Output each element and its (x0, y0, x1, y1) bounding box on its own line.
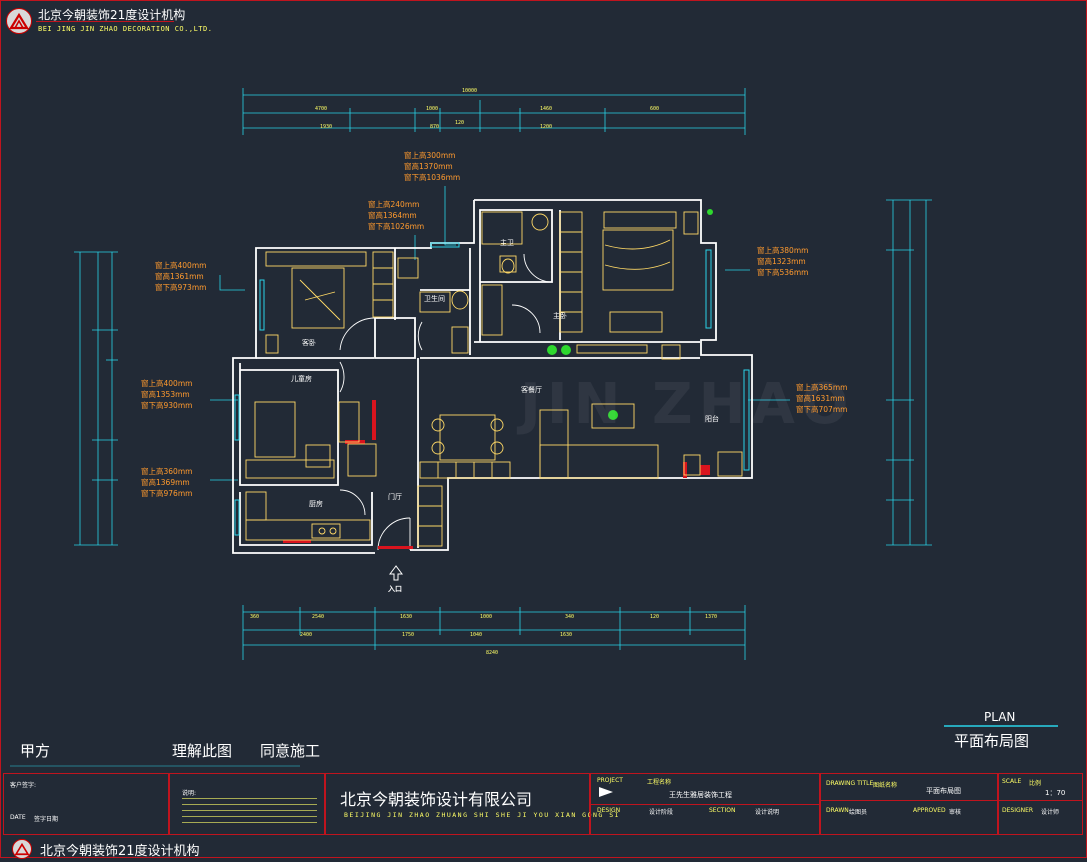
title-block-client: 客户签字: DATE 签字日期 (3, 773, 169, 835)
dim-bottom-total: 8240 (486, 650, 499, 656)
entrance-arrow-icon (389, 565, 403, 581)
drawing-divider (821, 800, 997, 801)
client-understand-label: 理解此图 (172, 742, 233, 760)
dim-top-1: 4700 (315, 106, 328, 112)
drawn-label: DRAWN (826, 807, 849, 814)
watermark-text: JIN ZHAO (520, 372, 855, 437)
plant-icons (547, 209, 713, 420)
room-label-second-bedroom: 客卧 (302, 339, 316, 347)
project-label: PROJECT (597, 777, 623, 784)
title-block-project: PROJECT 工程名称 王先生雅居装饰工程 DESIGN 设计阶段 SECTI… (590, 773, 820, 835)
client-signature-label: 客户签字: (10, 782, 37, 789)
scale-label-cn: 比例 (1029, 780, 1042, 787)
title-block-company (325, 773, 590, 835)
designer-value: 设计师 (1041, 809, 1060, 816)
dim-bottom-10: 1040 (470, 632, 483, 638)
footer-brand: 北京今朝装饰21度设计机构 (40, 844, 200, 859)
dim-bottom-1: 360 (250, 614, 260, 620)
dim-bottom-3: 1630 (400, 614, 413, 620)
drawing-title-label-cn: 图纸名称 (873, 782, 898, 789)
project-label-cn: 工程名称 (647, 779, 672, 786)
plan-title-en: PLAN (984, 710, 1016, 724)
drawing-title-label: DRAWING TITLE (826, 780, 874, 787)
room-label-bathroom: 卫生间 (424, 295, 445, 303)
company-name: 北京今朝装饰设计有限公司 (340, 790, 533, 809)
room-label-kitchen: 厨房 (309, 500, 323, 508)
dim-top-3: 1460 (540, 106, 553, 112)
dim-top-total: 10000 (462, 88, 478, 94)
title-block-notes: 说明: (169, 773, 325, 835)
scale-label: SCALE (1002, 778, 1022, 785)
dim-bottom-8: 2400 (300, 632, 313, 638)
section-label: SECTION (709, 807, 736, 814)
brand-underline (36, 21, 174, 22)
client-agree-label: 同意施工 (260, 742, 321, 760)
designer-label: DESIGNER (1002, 807, 1034, 814)
dim-top-2: 1000 (426, 106, 439, 112)
doors (339, 253, 553, 551)
furniture (245, 211, 743, 547)
notes-body-lines (182, 798, 317, 826)
room-label-kids-room: 儿童房 (291, 375, 312, 383)
room-label-living: 客餐厅 (521, 386, 542, 394)
plan-title-cn: 平面布局图 (954, 732, 1030, 750)
drawing-title: 平面布局图 (926, 787, 961, 795)
design-value: 设计阶段 (649, 809, 674, 816)
scale-divider (999, 800, 1082, 801)
approved-label: APPROVED (913, 807, 946, 814)
section-value: 设计说明 (755, 809, 780, 816)
dim-top-7: 120 (455, 120, 465, 126)
dim-bottom-4: 1000 (480, 614, 493, 620)
scale-value: 1：70 (1045, 789, 1066, 797)
dim-top-4: 600 (650, 106, 660, 112)
dim-bottom-11: 1630 (560, 632, 573, 638)
approved-value: 审核 (949, 809, 962, 816)
footer-logo-icon (12, 839, 32, 859)
notes-label: 说明: (182, 790, 197, 797)
drawn-value: 绘图员 (849, 809, 868, 816)
dim-bottom-6: 120 (650, 614, 660, 620)
room-label-master-bedroom: 主卧 (553, 312, 567, 320)
project-divider (591, 804, 819, 805)
brand-name: 北京今朝装饰21度设计机构 (38, 8, 186, 22)
room-label-entry-hall: 门厅 (388, 493, 402, 501)
dim-bottom-9: 1750 (402, 632, 415, 638)
project-name: 王先生雅居装饰工程 (669, 791, 732, 799)
windows (234, 242, 750, 536)
title-block-drawing: DRAWING TITLE 图纸名称 平面布局图 DRAWN 绘图员 APPRO… (820, 773, 998, 835)
dim-bottom-7: 1370 (705, 614, 718, 620)
dim-top-5: 1930 (320, 124, 333, 130)
room-label-master-bath: 主卫 (500, 239, 514, 247)
room-label-balcony: 阳台 (705, 415, 719, 423)
client-party-label: 甲方 (20, 742, 51, 760)
dim-top-8: 1200 (540, 124, 553, 130)
brand-name-en: BEI JING JIN ZHAO DECORATION CO.,LTD. (38, 25, 213, 33)
company-name-en: BEIJING JIN ZHAO ZHUANG SHI SHE JI YOU X… (344, 811, 621, 819)
dim-bottom-2: 2540 (312, 614, 325, 620)
company-logo-icon (6, 8, 32, 34)
dimension-lines (74, 88, 932, 660)
date-label: DATE (10, 814, 26, 821)
title-block-scale: SCALE 比例 1：70 DESIGNER 设计师 (998, 773, 1083, 835)
project-flag-icon (599, 787, 613, 797)
dim-bottom-5: 340 (565, 614, 575, 620)
design-label: DESIGN (597, 807, 621, 814)
dim-top-6: 870 (430, 124, 440, 130)
date-value: 签字日期 (34, 816, 59, 823)
room-label-entrance: 入口 (388, 585, 402, 593)
